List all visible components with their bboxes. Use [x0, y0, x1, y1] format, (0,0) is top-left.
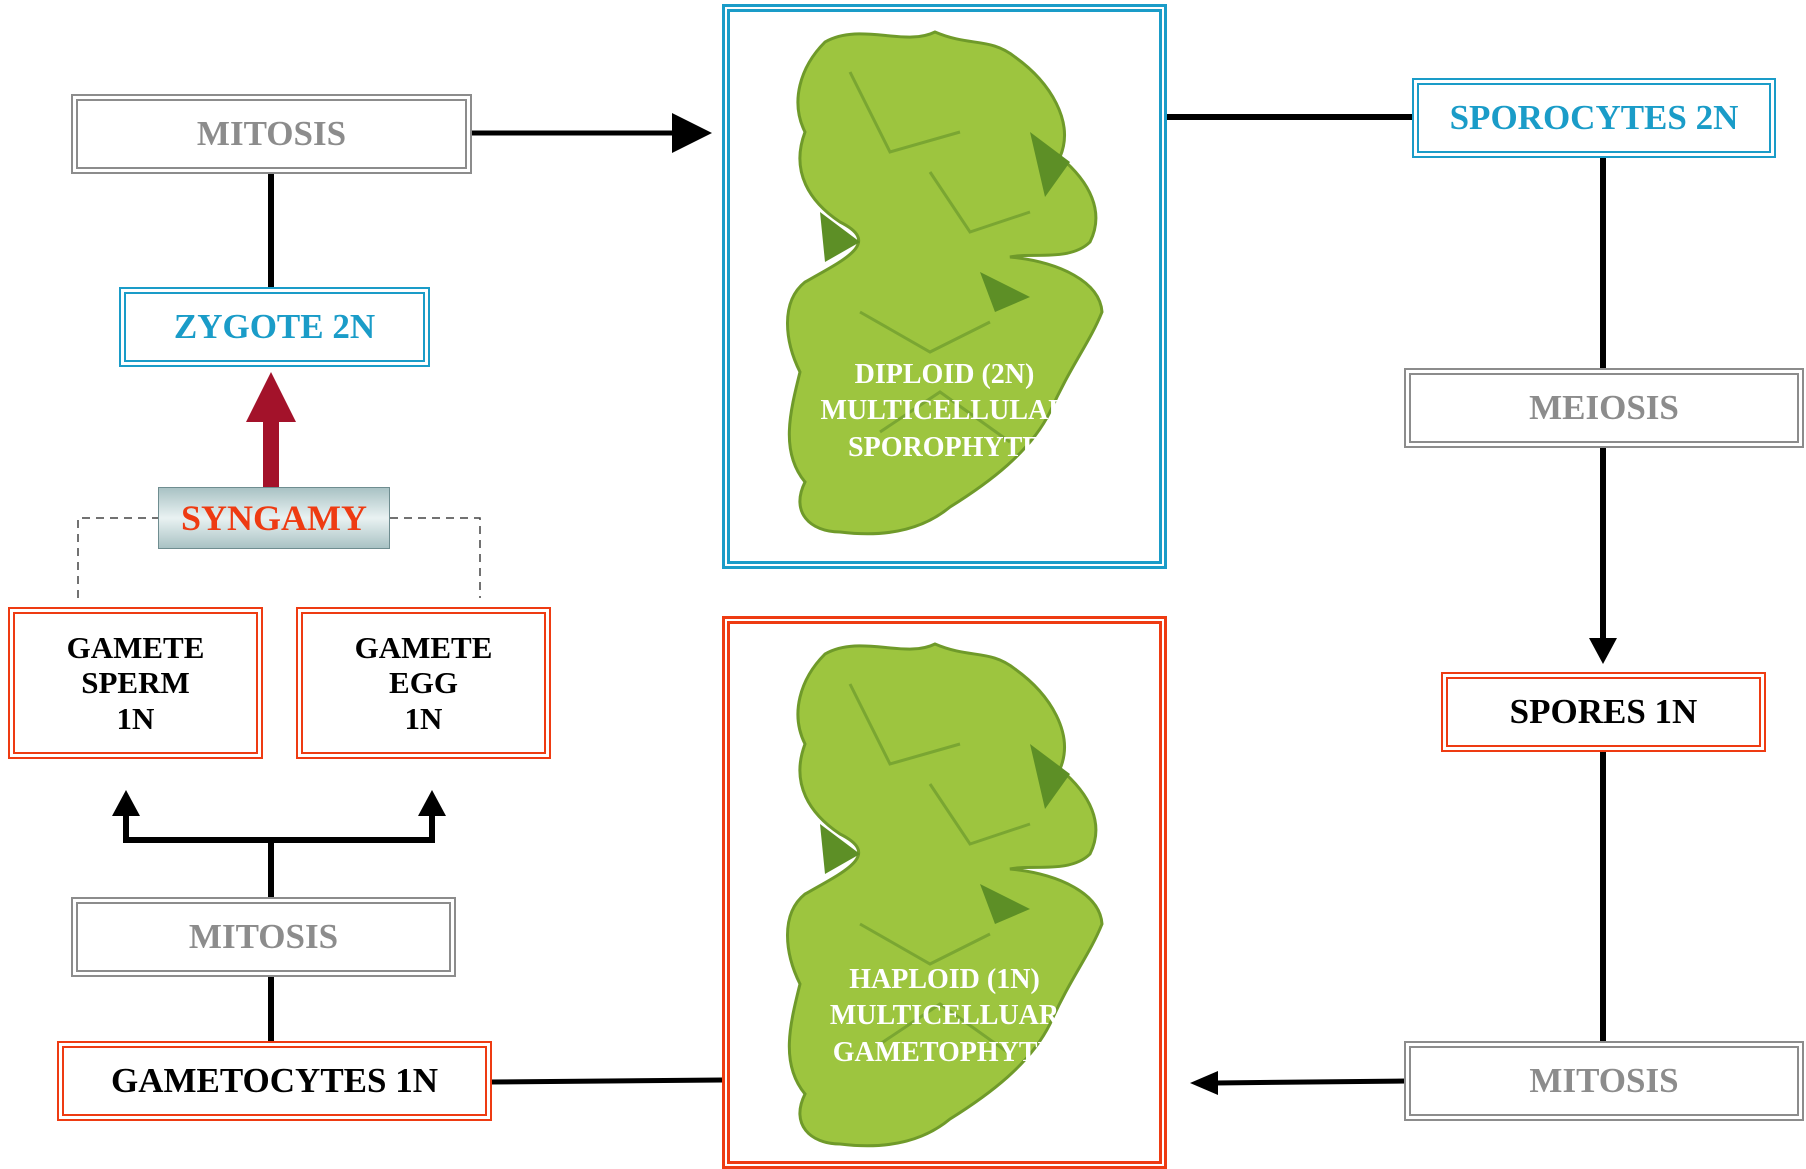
fork-arrowhead-egg [418, 790, 446, 816]
mitosis-top-label: MITOSIS [196, 114, 347, 154]
gametophyte-plant-image [786, 642, 1104, 1148]
zygote-label: ZYGOTE 2N [173, 307, 376, 347]
meiosis-label: MEIOSIS [1529, 388, 1679, 428]
meiosis-box: MEIOSIS [1404, 368, 1804, 448]
gamete-egg-box: GAMETE EGG 1N [296, 607, 551, 759]
arrowhead-gametophyte [1190, 1071, 1218, 1095]
gamete-egg-line-1: GAMETE [354, 630, 493, 666]
sporophyte-label-line-1: DIPLOID (2N) [854, 359, 1035, 390]
gamete-sperm-line-3: 1N [116, 700, 155, 736]
gametophyte-label-line-3: GAMETOPHYTE [832, 1036, 1057, 1068]
sporophyte-plant-image [786, 30, 1104, 536]
arrowhead-spores [1589, 638, 1617, 664]
mitosis-right-box: MITOSIS [1404, 1041, 1804, 1121]
gametocytes-label: GAMETOCYTES 1N [110, 1061, 439, 1101]
gamete-egg-line-3: 1N [404, 700, 443, 736]
fork-arrowhead-sperm [112, 790, 140, 816]
gametophyte-label-line-1: HAPLOID (1N) [849, 964, 1040, 995]
sporophyte-panel: DIPLOID (2N) MULTICELLULAR SPOROPHYTE [722, 4, 1167, 569]
sporocytes-box: SPOROCYTES 2N [1412, 78, 1776, 158]
gamete-sperm-box: GAMETE SPERM 1N [8, 607, 263, 759]
gametophyte-panel: HAPLOID (1N) MULTICELLUAR GAMETOPHYTE [722, 616, 1167, 1169]
gametophyte-label-line-2: MULTICELLUAR [829, 1000, 1060, 1032]
sporophyte-label-line-3: SPOROPHYTE [848, 431, 1041, 463]
gamete-egg-line-2: EGG [389, 665, 458, 701]
gametocytes-box: GAMETOCYTES 1N [57, 1041, 492, 1121]
sporophyte-label-line-2: MULTICELLULAR [820, 395, 1069, 427]
mitosis-top-box: MITOSIS [71, 94, 472, 174]
gamete-sperm-line-2: SPERM [81, 665, 190, 701]
spores-box: SPORES 1N [1441, 672, 1766, 752]
syngamy-label: SYNGAMY [181, 498, 367, 538]
gametophyte-label: HAPLOID (1N) MULTICELLUAR GAMETOPHYTE [730, 962, 1159, 1071]
syngamy-dashed-bracket [77, 517, 158, 598]
fork-arrows [123, 813, 435, 843]
mitosis-bottom-left-label: MITOSIS [188, 917, 339, 957]
sporophyte-label: DIPLOID (2N) MULTICELLULAR SPOROPHYTE [730, 357, 1159, 466]
spores-label: SPORES 1N [1509, 692, 1698, 732]
syngamy-dashed-bracket-right [390, 517, 481, 598]
mitosis-right-label: MITOSIS [1529, 1061, 1679, 1101]
mitosis-bottom-left-box: MITOSIS [71, 897, 456, 977]
zygote-box: ZYGOTE 2N [119, 287, 430, 367]
syngamy-box: SYNGAMY [158, 487, 390, 549]
sporocytes-label: SPOROCYTES 2N [1449, 98, 1739, 138]
gamete-sperm-line-1: GAMETE [66, 630, 205, 666]
syngamy-arrow-head [246, 372, 296, 422]
line-gametocytes-gametophyte [489, 1077, 723, 1085]
arrow-mitosis-gametophyte [1214, 1078, 1408, 1086]
